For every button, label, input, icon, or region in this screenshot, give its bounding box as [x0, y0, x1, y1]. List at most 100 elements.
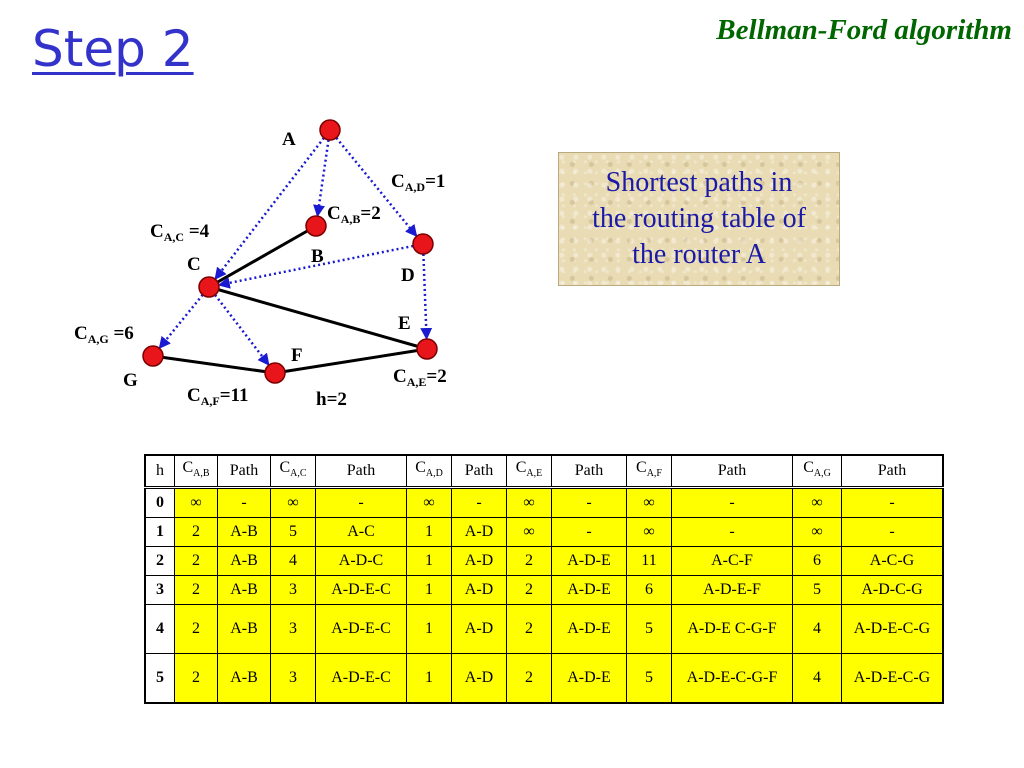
- table-header-main: Path: [229, 462, 259, 479]
- link-b-c: [208, 224, 317, 289]
- table-cell: -: [551, 486, 627, 518]
- table-cell: 4: [792, 653, 842, 704]
- cost-label-main: C: [393, 366, 407, 387]
- link-g-f: [152, 354, 276, 375]
- arrows-layer: [158, 136, 433, 366]
- table-cell: 5: [626, 653, 672, 704]
- table-cell: -: [671, 486, 793, 518]
- cost-label-sub: A,G: [88, 332, 109, 346]
- table-header-cell: CA,F: [626, 454, 672, 488]
- table-cell: 2: [506, 546, 552, 576]
- table-header-main: C: [182, 458, 194, 476]
- table-cell: A-D: [451, 517, 507, 547]
- table-header-cell: Path: [315, 454, 407, 488]
- links-layer: [152, 224, 428, 375]
- table-header-sub: A,D: [425, 468, 443, 480]
- cost-label-sub: A,C: [164, 230, 184, 244]
- table-cell: A-D: [451, 546, 507, 576]
- table-header-main: C: [515, 458, 527, 476]
- table-cell: 2: [506, 575, 552, 605]
- table-cell: -: [451, 486, 507, 518]
- cost-label-main: C: [327, 203, 341, 224]
- table-cell: A-C: [315, 517, 407, 547]
- table-cell: 2: [174, 517, 218, 547]
- cost-label-value: =4: [184, 221, 210, 242]
- table-header-sub: A,C: [290, 468, 307, 480]
- table-header-cell: Path: [671, 454, 793, 488]
- table-cell: 1: [406, 575, 452, 605]
- node-label-b: B: [311, 246, 324, 267]
- table-header-cell: CA,G: [792, 454, 842, 488]
- table-cell: 2: [174, 546, 218, 576]
- table-header-main: Path: [346, 462, 376, 479]
- cost-label-cab: CA,B=2: [327, 203, 381, 226]
- table-header-cell: h: [144, 454, 175, 488]
- table-header-cell: CA,E: [506, 454, 552, 488]
- table-header-cell: CA,B: [174, 454, 218, 488]
- table-row: 0∞-∞-∞-∞-∞-∞-: [144, 486, 944, 518]
- arrow-a-c: [214, 137, 325, 280]
- table-header-main: Path: [717, 462, 747, 479]
- table-header-main: C: [415, 458, 426, 476]
- table-cell: ∞: [506, 486, 552, 518]
- cost-label-cag: CA,G =6: [74, 323, 134, 346]
- table-cell: A-D-C: [315, 546, 407, 576]
- node-label-e: E: [398, 313, 411, 334]
- table-cell: -: [841, 517, 944, 547]
- table-cell: -: [841, 486, 944, 518]
- arrow-c-f: [214, 294, 270, 366]
- table-cell: 1: [406, 546, 452, 576]
- table-cell: A-B: [217, 546, 271, 576]
- table-cell: A-D: [451, 604, 507, 654]
- table-cell: A-D-E: [551, 604, 627, 654]
- link-c-e: [208, 285, 428, 351]
- table-header-cell: Path: [217, 454, 271, 488]
- table-cell: -: [671, 517, 793, 547]
- table-cell: -: [315, 486, 407, 518]
- table-hop-cell: 2: [144, 546, 175, 576]
- table-header-main: Path: [877, 462, 907, 479]
- table-cell: 5: [626, 604, 672, 654]
- table-cell: 6: [792, 546, 842, 576]
- node-g: [142, 345, 164, 367]
- node-d: [412, 233, 434, 255]
- table-cell: A-D-E: [551, 546, 627, 576]
- link-f-e: [274, 347, 428, 375]
- table-cell: A-D-E-C-G: [841, 653, 944, 704]
- table-cell: 3: [270, 653, 316, 704]
- table-cell: 5: [792, 575, 842, 605]
- cost-label-main: C: [74, 323, 88, 344]
- table-cell: A-C-G: [841, 546, 944, 576]
- table-cell: 4: [270, 546, 316, 576]
- node-c: [198, 276, 220, 298]
- table-cell: 2: [174, 575, 218, 605]
- table-header-main: C: [636, 458, 647, 476]
- algorithm-title: Bellman-Ford algorithm: [716, 14, 1012, 46]
- table-cell: -: [551, 517, 627, 547]
- node-label-c: C: [187, 254, 201, 275]
- table-cell: ∞: [792, 517, 842, 547]
- cost-label-sub: A,B: [341, 212, 361, 226]
- table-cell: 5: [270, 517, 316, 547]
- cost-label-value: =6: [109, 323, 134, 344]
- table-cell: 1: [406, 653, 452, 704]
- table-cell: A-D: [451, 653, 507, 704]
- table-cell: ∞: [506, 517, 552, 547]
- node-b: [305, 215, 327, 237]
- arrow-d-e: [420, 253, 433, 341]
- cost-label-sub: A,E: [407, 375, 427, 389]
- table-cell: 4: [792, 604, 842, 654]
- table-header-cell: CA,D: [406, 454, 452, 488]
- table-cell: 11: [626, 546, 672, 576]
- table-cell: ∞: [270, 486, 316, 518]
- table-hop-cell: 4: [144, 604, 175, 654]
- table-hop-cell: 3: [144, 575, 175, 605]
- table-header-main: h: [156, 462, 164, 479]
- table-cell: A-C-F: [671, 546, 793, 576]
- table-header-cell: Path: [841, 454, 944, 488]
- table-cell: ∞: [174, 486, 218, 518]
